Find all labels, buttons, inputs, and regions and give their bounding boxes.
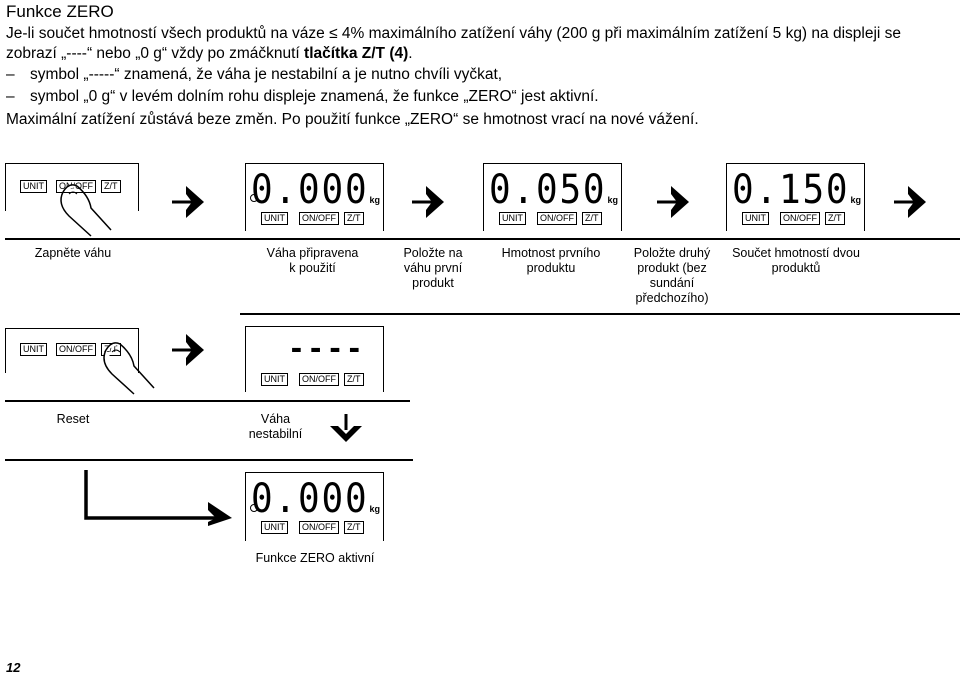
zt-button: Z/T xyxy=(344,212,364,225)
caption-place-first: Položte na váhu první produkt xyxy=(403,246,463,290)
divider-line xyxy=(240,313,960,315)
divider-line xyxy=(5,459,413,461)
intro-period: . xyxy=(408,45,413,62)
scale-panel-unstable: ---- UNIT ON/OFF Z/T xyxy=(245,326,384,392)
scale-panel-two-products: 0.150 kg UNIT ON/OFF Z/T xyxy=(726,163,865,231)
zt-button-reference: tlačítka Z/T (4) xyxy=(304,45,409,62)
right-arrow-icon xyxy=(657,186,689,218)
caption-zero-active: Funkce ZERO aktivní xyxy=(255,551,375,565)
right-arrow-icon xyxy=(172,186,204,218)
section-heading: Funkce ZERO xyxy=(6,2,114,21)
bullet-text: symbol „-----“ znamená, že váha je nesta… xyxy=(30,66,503,83)
onoff-button: ON/OFF xyxy=(299,521,339,534)
kg-unit: kg xyxy=(850,195,861,205)
unit-button: UNIT xyxy=(742,212,769,225)
finger-press-icon xyxy=(60,184,112,237)
unit-button: UNIT xyxy=(20,180,47,193)
bullet-unstable: –symbol „-----“ znamená, že váha je nest… xyxy=(6,66,502,84)
unit-button: UNIT xyxy=(261,212,288,225)
zero-indicator xyxy=(250,504,258,512)
caption-reset: Reset xyxy=(56,412,90,426)
bullet-dash: – xyxy=(6,66,15,83)
scale-panel-ready: 0.000 kg UNIT ON/OFF Z/T xyxy=(245,163,384,231)
page-number: 12 xyxy=(6,660,21,675)
onoff-button: ON/OFF xyxy=(780,212,820,225)
caption-place-second: Položte druhý produkt (bez sundání předc… xyxy=(633,246,711,305)
scale-panel-first-product: 0.050 kg UNIT ON/OFF Z/T xyxy=(483,163,622,231)
unit-button: UNIT xyxy=(261,373,288,386)
return-arrow-icon xyxy=(84,470,232,526)
caption-sum-weight: Součet hmotností dvou produktů xyxy=(732,246,860,275)
onoff-button: ON/OFF xyxy=(537,212,577,225)
zt-button: Z/T xyxy=(344,373,364,386)
bullet-zero-active: –symbol „0 g“ v levém dolním rohu disple… xyxy=(6,88,599,106)
zt-button: Z/T xyxy=(582,212,602,225)
display-value: 0.050 xyxy=(488,167,606,213)
display-value: 0.000 xyxy=(250,167,368,213)
intro-text: zobrazí „----“ nebo „0 g“ vždy po zmáčkn… xyxy=(6,45,305,62)
down-arrow-icon xyxy=(330,414,362,442)
bullet-text: symbol „0 g“ v levém dolním rohu displej… xyxy=(30,88,599,105)
caption-ready: Váha připravena k použití xyxy=(266,246,359,275)
intro-line-1: Je-li součet hmotností všech produktů na… xyxy=(6,25,902,42)
kg-unit: kg xyxy=(369,195,380,205)
right-arrow-icon xyxy=(894,186,926,218)
right-arrow-icon xyxy=(412,186,444,218)
caption-unstable: Váha nestabilní xyxy=(248,412,303,441)
scale-panel-zero-active: 0.000 kg UNIT ON/OFF Z/T xyxy=(245,472,384,541)
scale-panel-reset: UNIT ON/OFF Z/T xyxy=(5,328,139,373)
stability-indicator xyxy=(250,194,258,202)
zt-button: Z/T xyxy=(344,521,364,534)
onoff-button: ON/OFF xyxy=(56,343,96,356)
caption-first-weight: Hmotnost prvního produktu xyxy=(501,246,601,275)
finger-press-icon xyxy=(103,342,155,395)
zt-button: Z/T xyxy=(825,212,845,225)
divider-line xyxy=(5,238,960,240)
display-value: 0.000 xyxy=(250,476,368,522)
divider-line xyxy=(5,400,410,402)
note-line: Maximální zatížení zůstává beze změn. Po… xyxy=(6,111,699,128)
kg-unit: kg xyxy=(607,195,618,205)
unit-button: UNIT xyxy=(261,521,288,534)
unit-button: UNIT xyxy=(499,212,526,225)
unit-button: UNIT xyxy=(20,343,47,356)
kg-unit: kg xyxy=(369,504,380,514)
bullet-dash: – xyxy=(6,88,15,105)
onoff-button: ON/OFF xyxy=(299,212,339,225)
display-value: 0.150 xyxy=(731,167,849,213)
zt-button: Z/T xyxy=(101,343,121,356)
display-value: ---- xyxy=(290,329,368,367)
caption-turn-on: Zapněte váhu xyxy=(34,246,112,260)
onoff-button: ON/OFF xyxy=(299,373,339,386)
right-arrow-icon xyxy=(172,334,204,366)
zt-button: Z/T xyxy=(101,180,121,193)
intro-line-2: zobrazí „----“ nebo „0 g“ vždy po zmáčkn… xyxy=(6,44,413,64)
